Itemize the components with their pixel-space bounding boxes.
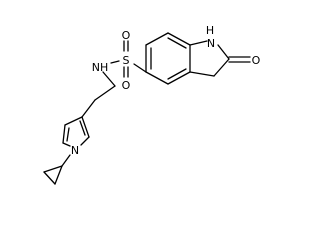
- bond: [189, 40, 208, 46]
- bond: [133, 63, 147, 73]
- cyclopropyl-group: [43, 154, 71, 185]
- atom-label-o-carbonyl: O: [252, 54, 261, 67]
- bond: [64, 116, 83, 126]
- atom-label-n-ring: N: [207, 37, 215, 50]
- bond: [167, 71, 191, 85]
- bond: [43, 171, 56, 185]
- benzene-ring: [145, 32, 191, 85]
- bond: [81, 116, 90, 138]
- bond: [102, 71, 116, 87]
- bond: [167, 68, 187, 80]
- bond: [167, 32, 191, 46]
- bond: [110, 60, 120, 64]
- bond: [145, 71, 169, 85]
- atom-label-nh: NH: [92, 61, 109, 74]
- bond: [61, 154, 71, 167]
- bond: [81, 99, 96, 118]
- bond: [145, 32, 169, 46]
- atom-label-n-pyrrole: N: [71, 144, 79, 157]
- pyrrole-ring: [62, 116, 90, 147]
- bond: [94, 85, 116, 101]
- bond: [62, 142, 71, 147]
- atom-label-h: H: [206, 24, 214, 37]
- bond: [54, 165, 63, 185]
- bond: [43, 165, 63, 173]
- bond: [80, 136, 90, 146]
- bond: [79, 120, 86, 136]
- bond: [217, 44, 230, 60]
- bond: [213, 58, 230, 77]
- bond: [167, 37, 187, 49]
- sulfonamide-group: [110, 40, 147, 78]
- lactam-ring: [189, 40, 251, 77]
- bond: [62, 124, 66, 144]
- atom-label-s: S: [123, 54, 130, 67]
- structure-drawing: H N O S O O NH N: [43, 24, 261, 185]
- bond: [189, 71, 215, 77]
- atom-label-o-top: O: [122, 29, 131, 42]
- bond: [66, 127, 70, 142]
- atom-label-o-bottom: O: [122, 79, 131, 92]
- molecule-canvas: H N O S O O NH N: [43, 24, 261, 185]
- ethyl-linker: [81, 71, 116, 118]
